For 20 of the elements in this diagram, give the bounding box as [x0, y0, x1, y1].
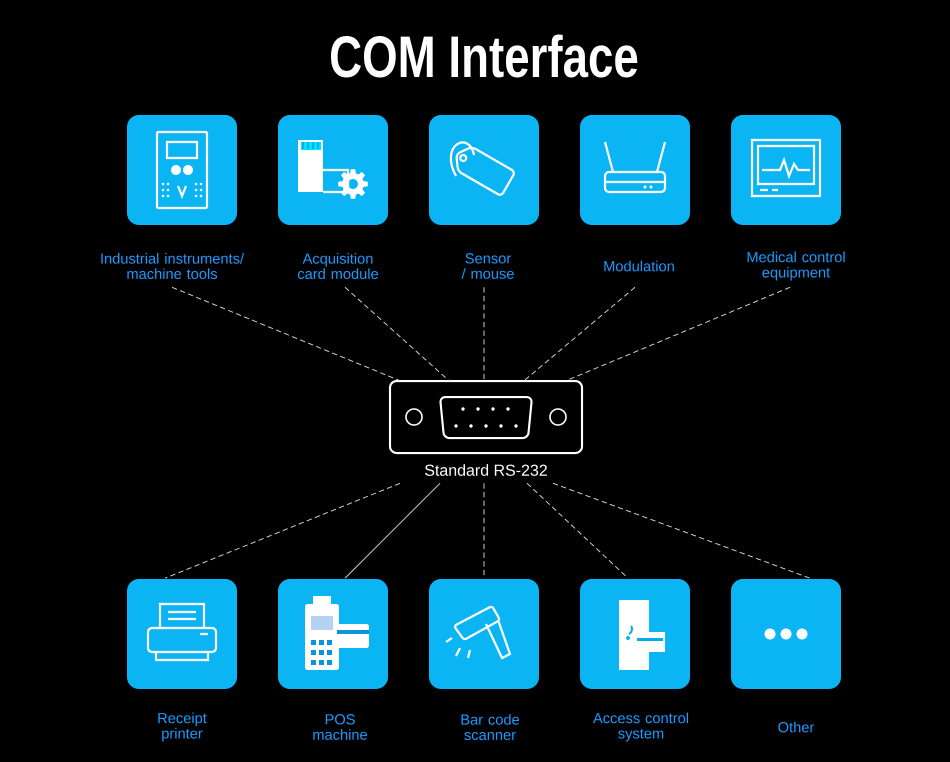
device-label: Receipt printer [158, 712, 207, 742]
connector-line [344, 482, 440, 579]
connector-line [524, 286, 636, 382]
device-label: Bar code scanner [462, 714, 520, 740]
title: COM Interface [331, 34, 638, 78]
device-label: Access control system [593, 712, 688, 742]
device-label: Acquisition card module [298, 252, 378, 280]
device-label: Other [778, 722, 814, 732]
connector-line [566, 286, 790, 382]
device-label: Modulation [604, 260, 674, 272]
connector-line [164, 482, 400, 579]
device-label: Sensor / mouse [462, 253, 514, 279]
connector-line [172, 286, 400, 382]
connector-line [344, 286, 450, 382]
connector-line [526, 482, 628, 579]
device-label: POS machine [313, 714, 368, 740]
device-label: Medical control equipment [748, 252, 845, 280]
device-label: Industrial instruments/ machine tools [101, 252, 244, 280]
connector-line [552, 482, 810, 579]
connector-label: Standard RS-232 [425, 464, 547, 476]
